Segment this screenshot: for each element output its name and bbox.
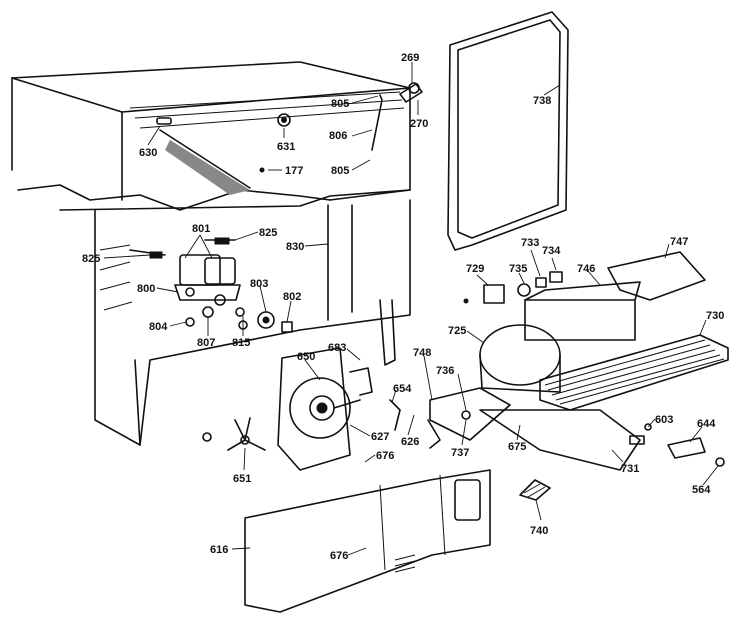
callout-616: 616 — [210, 544, 228, 556]
callout-830: 830 — [286, 241, 304, 253]
callout-748: 748 — [413, 347, 431, 359]
callout-746: 746 — [577, 263, 595, 275]
callout-740: 740 — [530, 525, 548, 537]
callout-738: 738 — [533, 95, 551, 107]
callout-815: 815 — [232, 337, 250, 349]
callout-737: 737 — [451, 447, 469, 459]
bracket-747 — [607, 251, 706, 301]
callout-630: 630 — [139, 147, 157, 159]
callout-734: 734 — [542, 245, 561, 257]
base-pan-748 — [427, 387, 511, 449]
fan-shroud-627 — [277, 347, 401, 471]
callout-729: 729 — [466, 263, 484, 275]
callout-806: 806 — [329, 130, 347, 142]
callout-805: 805 — [331, 165, 349, 177]
callout-800: 800 — [137, 283, 155, 295]
callout-676: 676 — [376, 450, 394, 462]
clip-740 — [519, 479, 551, 501]
callout-270: 270 — [410, 118, 428, 130]
callout-801: 801 — [192, 223, 210, 235]
cabinet — [11, 61, 411, 446]
callout-730: 730 — [706, 310, 724, 322]
fan-blade-651 — [202, 417, 266, 451]
callout-802: 802 — [283, 291, 301, 303]
callout-825: 825 — [82, 253, 100, 265]
callout-269: 269 — [401, 52, 419, 64]
callout-676: 676 — [330, 550, 348, 562]
callout-650: 650 — [297, 351, 315, 363]
callout-627: 627 — [371, 431, 389, 443]
callout-736: 736 — [436, 365, 454, 377]
callout-805: 805 — [331, 98, 349, 110]
access-panel-616 — [244, 469, 491, 613]
callout-177: 177 — [285, 165, 303, 177]
callout-683: 683 — [328, 342, 346, 354]
callout-733: 733 — [521, 237, 539, 249]
callout-725: 725 — [448, 325, 466, 337]
condenser-730 — [539, 334, 729, 411]
callout-654: 654 — [393, 383, 412, 395]
callout-807: 807 — [197, 337, 215, 349]
fittings — [185, 306, 293, 333]
callout-747: 747 — [670, 236, 688, 248]
callout-825: 825 — [259, 227, 277, 239]
callout-labels: 269 805 270 738 806 630 631 805 177 801 … — [82, 52, 724, 562]
callout-626: 626 — [401, 436, 419, 448]
callout-644: 644 — [697, 418, 716, 430]
callout-675: 675 — [508, 441, 526, 453]
small-parts-right — [629, 423, 725, 467]
callout-735: 735 — [509, 263, 527, 275]
callout-603: 603 — [655, 414, 673, 426]
leader-lines — [103, 62, 719, 556]
callout-651: 651 — [233, 473, 251, 485]
callout-564: 564 — [692, 484, 711, 496]
hinge-269-270 — [399, 82, 423, 103]
door-gasket-738 — [447, 11, 569, 251]
callout-631: 631 — [277, 141, 295, 153]
relay-parts — [463, 271, 563, 304]
callout-804: 804 — [149, 321, 168, 333]
callout-731: 731 — [621, 463, 639, 475]
callout-803: 803 — [250, 278, 268, 290]
compressor-725 — [479, 281, 641, 471]
